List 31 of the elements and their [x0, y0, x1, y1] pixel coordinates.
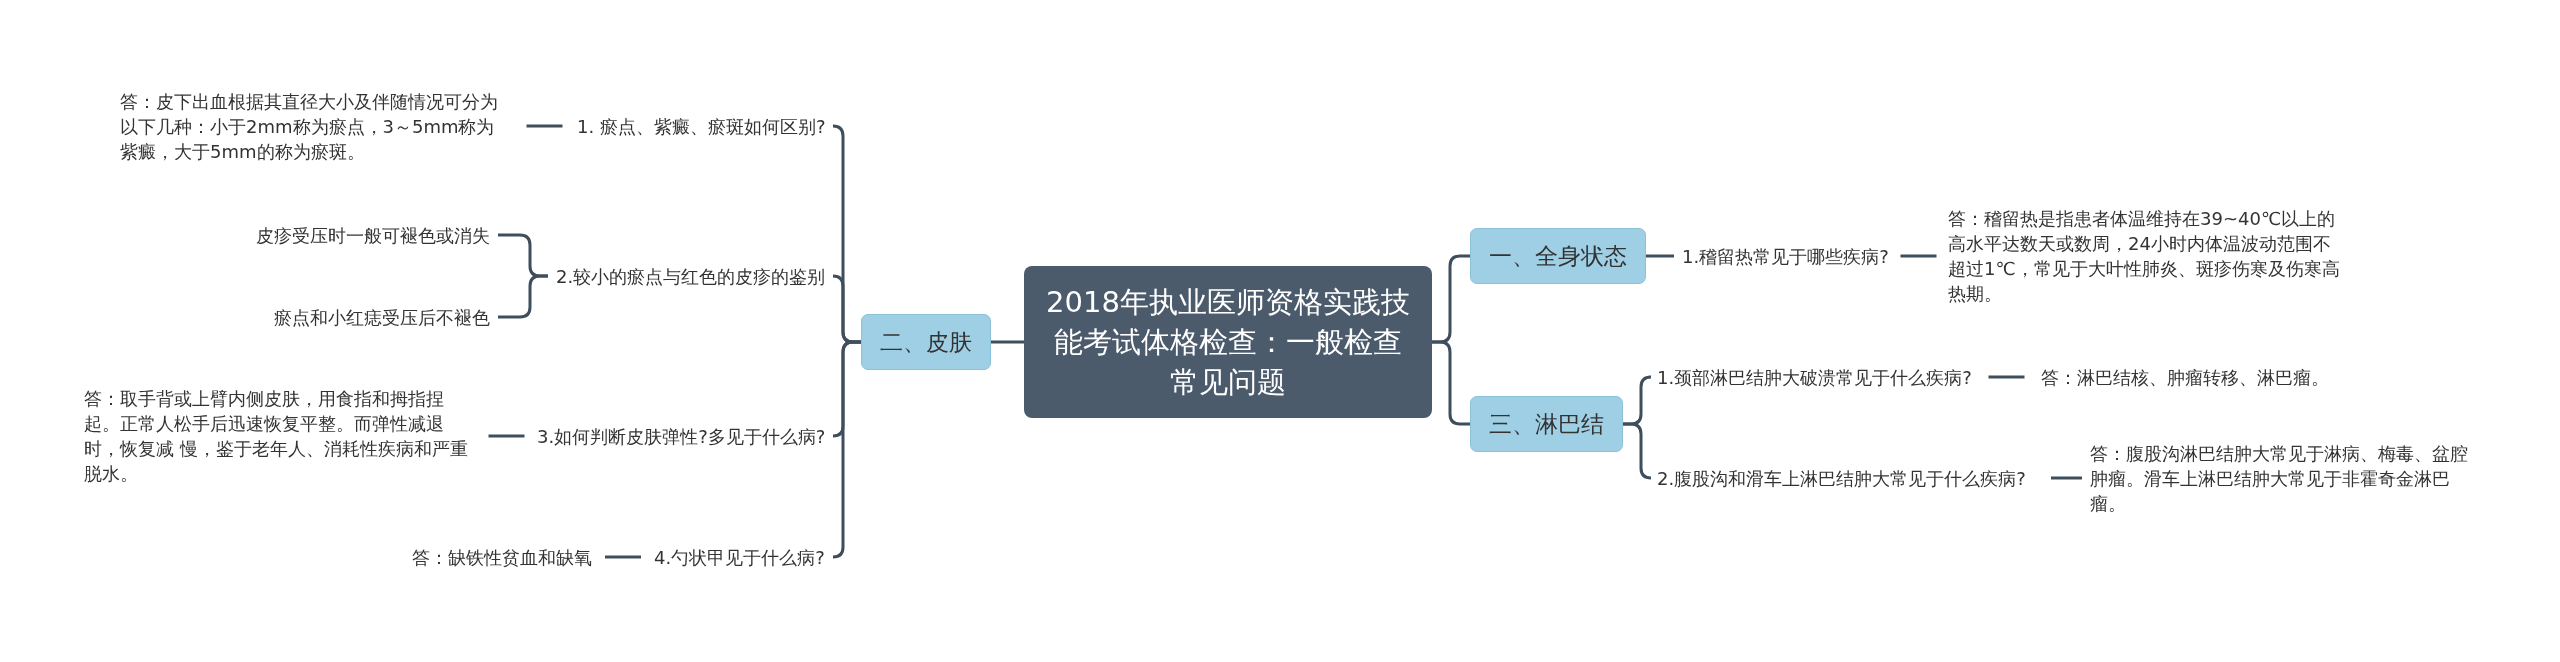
answer-text: 答：淋巴结核、肿瘤转移、淋巴瘤。 — [2041, 364, 2329, 390]
question-text: 1. 瘀点、紫癜、瘀斑如何区别? — [577, 113, 826, 139]
answer-text: 答：稽留热是指患者体温维持在39~40℃以上的高水平达数天或数周，24小时内体温波动范围不超过1℃，常见于大叶性肺炎、斑疹伤寒及伤寒高热期。 — [1948, 206, 2348, 306]
connector-line — [498, 274, 548, 319]
connector-line — [2051, 476, 2082, 480]
answer-text: 答：缺铁性贫血和缺氧 — [412, 544, 592, 570]
question-text: 1.稽留热常见于哪些疾病? — [1682, 243, 1889, 269]
topic-box: 一、全身状态 — [1470, 228, 1646, 284]
question-text: 3.如何判断皮肤弹性?多见于什么病? — [537, 423, 826, 449]
connector-line — [488, 434, 525, 438]
connector-line — [1988, 375, 2025, 379]
answer-text: 瘀点和小红痣受压后不褪色 — [274, 304, 490, 330]
question-text: 2.腹股沟和滑车上淋巴结肿大常见于什么疾病? — [1657, 465, 2043, 491]
connector-line — [991, 340, 1024, 344]
question-text: 4.勺状甲见于什么病? — [654, 544, 825, 570]
answer-text: 答：皮下出血根据其直径大小及伴随情况可分为以下几种：小于2mm称为瘀点，3～5mm称为紫癜，大于5mm的称为瘀斑。 — [120, 88, 512, 164]
question-text: 2.较小的瘀点与红色的皮疹的鉴别 — [556, 263, 826, 289]
question-text: 1.颈部淋巴结肿大破溃常见于什么疾病? — [1657, 364, 1972, 390]
answer-text: 皮疹受压时一般可褪色或消失 — [256, 222, 490, 248]
connector-line — [1623, 422, 1653, 480]
connector-line — [605, 555, 641, 559]
topic-box: 二、皮肤 — [861, 314, 991, 370]
connector-line — [831, 340, 861, 559]
answer-text: 答：腹股沟淋巴结肿大常见于淋病、梅毒、盆腔肿瘤。滑车上淋巴结肿大常见于非霍奇金淋巴瘤。 — [2090, 440, 2482, 516]
connector-line — [1646, 254, 1674, 258]
connector-line — [1432, 340, 1470, 426]
connector-line — [1900, 254, 1937, 258]
answer-text: 答：取手背或上臂内侧皮肤，用食指和拇指捏起。正常人松手后迅速恢复平整。而弹性减退时，恢复减 慢，鉴于老年人、消耗性疾病和严重脱水。 — [84, 386, 476, 486]
title-box: 2018年执业医师资格实践技能考试体格检查：一般检查常见问题 — [1024, 266, 1432, 418]
topic-box: 三、淋巴结 — [1470, 396, 1623, 452]
connector-line — [526, 124, 563, 128]
